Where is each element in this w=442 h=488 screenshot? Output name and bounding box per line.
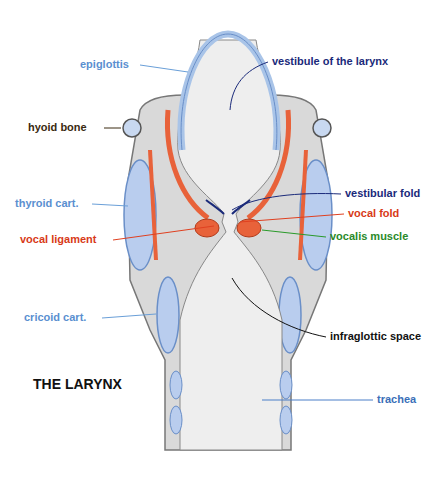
muscle-band xyxy=(248,110,289,218)
muscle-band xyxy=(167,110,208,218)
leader-line xyxy=(262,400,373,401)
part-label: vestibule of the larynx xyxy=(272,55,388,68)
muscle-band xyxy=(300,150,306,260)
part-label: epiglottis xyxy=(80,58,129,71)
hyoid-bone xyxy=(313,119,331,137)
tracheal-ring xyxy=(280,406,292,434)
leader-line xyxy=(232,194,341,210)
vestibular-fold xyxy=(232,200,250,214)
epiglottis-cartilage xyxy=(181,34,277,150)
vestibular-fold xyxy=(206,200,224,214)
leader-line xyxy=(232,278,326,337)
part-label: vocalis muscle xyxy=(330,230,408,243)
leader-line xyxy=(92,204,128,206)
part-label: vocal fold xyxy=(348,207,399,220)
part-label: trachea xyxy=(377,393,416,406)
cricoid-cartilage xyxy=(157,277,179,353)
part-label: infraglottic space xyxy=(330,330,421,343)
part-label: thyroid cart. xyxy=(15,197,79,210)
leader-line xyxy=(140,65,188,72)
diagram-title: THE LARYNX xyxy=(33,376,122,392)
tracheal-ring xyxy=(170,371,182,399)
hyoid-bone xyxy=(123,119,141,137)
leader-line xyxy=(230,62,268,110)
leader-line xyxy=(262,230,326,237)
leader-line xyxy=(102,314,156,318)
tracheal-ring xyxy=(170,406,182,434)
tracheal-ring xyxy=(280,371,292,399)
leader-line xyxy=(104,128,121,129)
leader-line xyxy=(240,214,344,222)
muscle-band xyxy=(150,150,156,260)
leader-line xyxy=(113,226,214,240)
epiglottis-outline xyxy=(181,34,277,150)
airway-lumen xyxy=(178,40,282,450)
part-label: cricoid cart. xyxy=(24,311,86,324)
part-label: vocal ligament xyxy=(20,233,96,246)
part-label: hyoid bone xyxy=(28,121,87,134)
part-label: vestibular fold xyxy=(345,187,420,200)
